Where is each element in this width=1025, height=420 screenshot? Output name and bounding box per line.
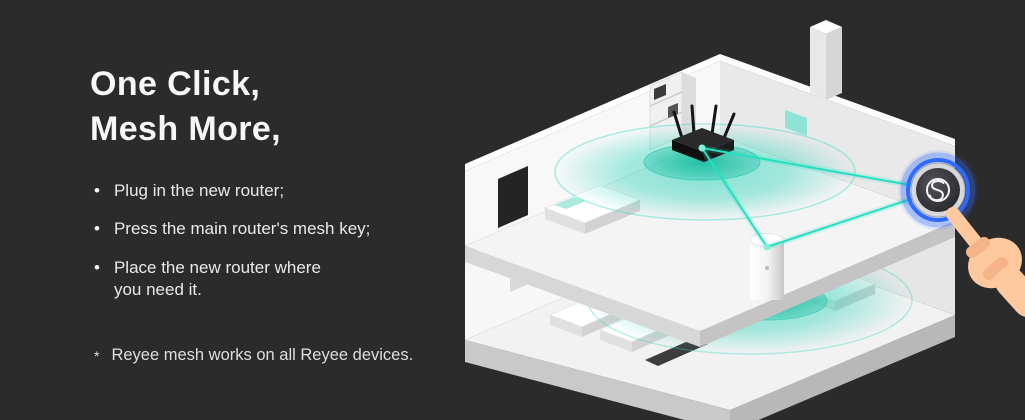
list-item: • Plug in the new router; (94, 180, 460, 202)
bullet-text: Plug in the new router; (113, 180, 285, 200)
chimney (810, 20, 842, 100)
bullet-dot-icon: • (94, 257, 100, 277)
pillow (554, 197, 586, 209)
footnote-asterisk-icon: * (94, 348, 100, 364)
headline-line2: Mesh More, (90, 109, 282, 148)
mesh-key-icon (926, 178, 950, 202)
doorway (498, 166, 528, 228)
router-antennas (672, 104, 736, 140)
mesh-coverage-upper (554, 123, 856, 221)
list-item: • Place the new router where you need it… (94, 257, 460, 302)
bullet-list: • Plug in the new router; • Press the ma… (94, 180, 460, 302)
bullet-text: Place the new router where you need it. (113, 257, 321, 300)
headline: One Click, Mesh More, (90, 62, 460, 152)
bullet-dot-icon: • (94, 219, 100, 239)
list-item: • Press the main router's mesh key; (94, 218, 460, 240)
footnote-text: Reyee mesh works on all Reyee devices. (111, 346, 414, 364)
mesh-key-button (898, 150, 978, 230)
pointing-hand-icon (946, 207, 1025, 317)
towel (785, 110, 807, 136)
content-column: One Click, Mesh More, • Plug in the new … (90, 62, 460, 318)
main-router (672, 104, 736, 162)
bullet-dot-icon: • (94, 180, 100, 200)
headline-line1: One Click, (90, 65, 261, 103)
footnote: * Reyee mesh works on all Reyee devices. (94, 346, 413, 365)
bullet-text: Press the main router's mesh key; (113, 219, 371, 239)
house-illustration (450, 0, 1025, 420)
